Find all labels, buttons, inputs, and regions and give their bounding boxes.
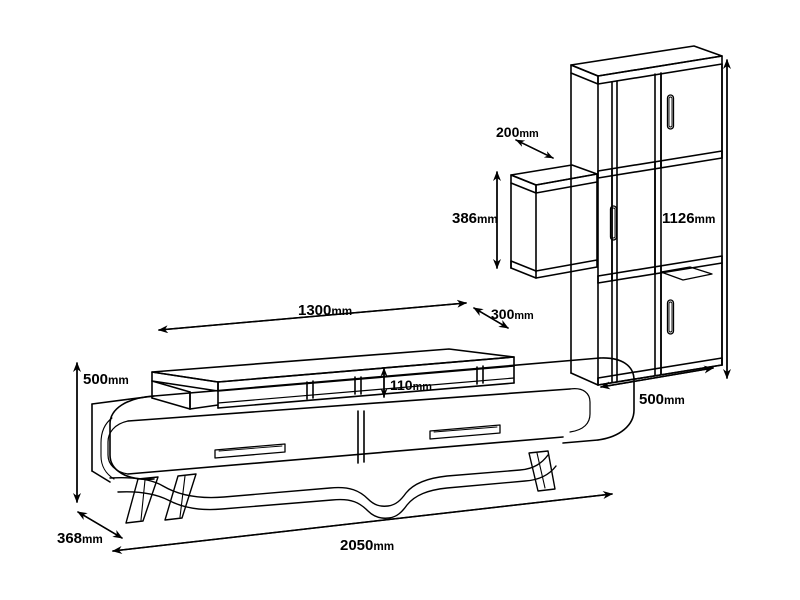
bookcase-upper-door (660, 63, 723, 169)
dimension-label-386mm: 386mm (452, 210, 498, 227)
dimension-label-1126mm: 1126mm (662, 210, 716, 227)
drawer-handle-right (429, 424, 501, 440)
tv-unit-top-hutch (151, 348, 515, 410)
dimension-label-500mm-bookcase: 500mm (639, 391, 685, 408)
tv-unit-drawers (214, 424, 501, 459)
dim-200 (515, 139, 554, 159)
bookcase-lower-door (660, 262, 723, 375)
dimension-label-300mm: 300mm (491, 306, 534, 322)
bookcase-unit (510, 45, 723, 386)
dimension-lines (73, 59, 731, 554)
dim-300 (473, 307, 509, 329)
dimension-label-110mm: 110mm (390, 377, 432, 393)
dimension-label-500mm-height: 500mm (83, 371, 129, 388)
dim-1300 (158, 299, 467, 334)
bookcase-middle-door (609, 168, 656, 282)
dimension-label-1300mm: 1300mm (298, 302, 353, 319)
tv-unit-cabinet-body (91, 357, 635, 483)
drawer-handle-left (214, 443, 286, 459)
dimension-label-368mm: 368mm (57, 530, 103, 547)
bookcase-shelves (597, 150, 723, 386)
dim-500-bookcase (600, 365, 714, 390)
bookcase-side-open-shelf (510, 164, 598, 279)
tv-unit-base-rail (109, 450, 557, 524)
dim-2050 (112, 491, 613, 554)
dimension-label-2050mm: 2050mm (340, 537, 395, 554)
tv-stand-unit (91, 348, 635, 524)
dim-368 (77, 511, 123, 539)
dimension-label-200mm: 200mm (496, 124, 539, 140)
